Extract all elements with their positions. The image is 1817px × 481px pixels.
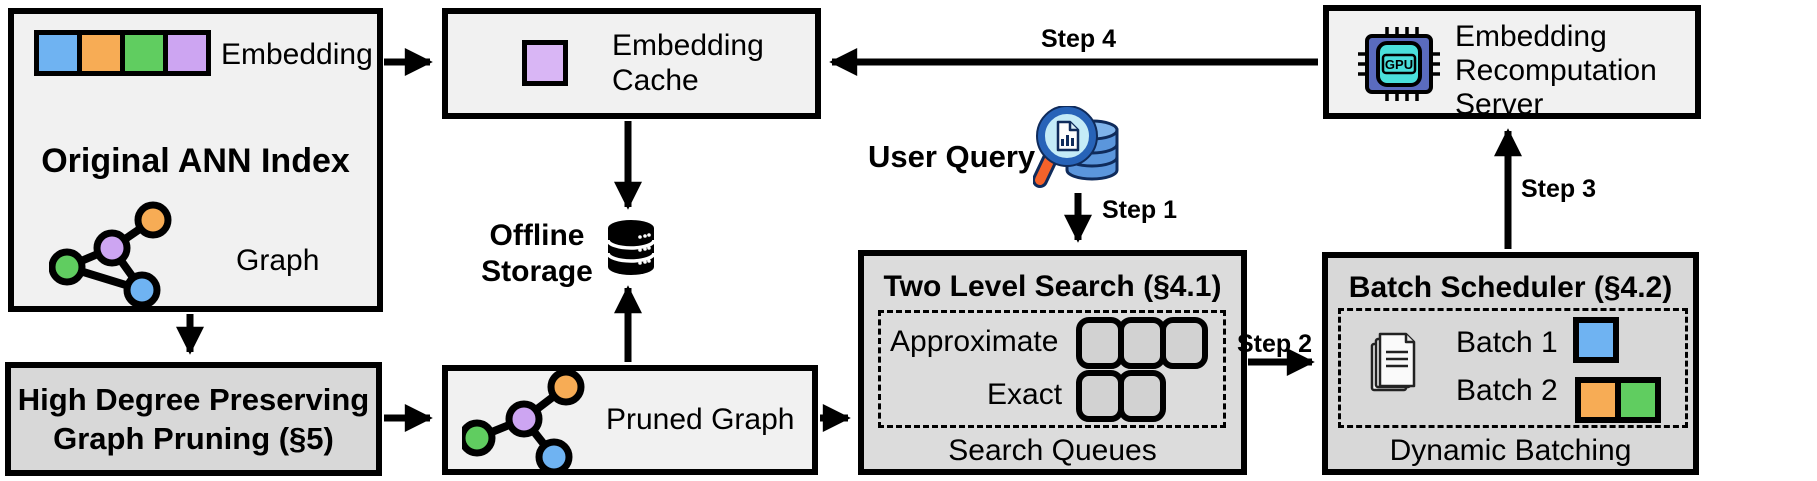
embedding-label: Embedding xyxy=(221,38,373,71)
step2-label: Step 2 xyxy=(1237,330,1313,358)
embedding-recomputation-server-box: GPU Embedding Recomputation Server xyxy=(1323,5,1701,121)
original-ann-index-title: Original ANN Index xyxy=(41,142,350,180)
embedding-vector-strip xyxy=(34,30,211,76)
dynamic-batching-label: Dynamic Batching xyxy=(1389,434,1632,467)
search-queues-label: Search Queues xyxy=(948,434,1157,467)
pruned-graph-label: Pruned Graph xyxy=(606,403,795,436)
graph-label: Graph xyxy=(236,244,320,277)
queue-slot xyxy=(1076,370,1124,422)
queue-slot xyxy=(1118,317,1166,369)
batch2-squares xyxy=(1575,377,1661,423)
two-level-search-title: Two Level Search (§4.1) xyxy=(883,270,1222,303)
queue-slot xyxy=(1076,317,1124,369)
approximate-queue-slots xyxy=(1076,317,1208,369)
step4-label: Step 4 xyxy=(1041,25,1117,53)
embedding-recomputation-server-label: Embedding Recomputation Server xyxy=(1455,20,1657,121)
embedding-cell-blue xyxy=(34,30,82,76)
batch1-square-blue xyxy=(1573,317,1619,363)
batch2-label: Batch 2 xyxy=(1456,374,1558,407)
batch-scheduler-title: Batch Scheduler (§4.2) xyxy=(1348,271,1673,304)
offline-storage-database-icon xyxy=(606,220,656,275)
batch-scheduler-box: Batch Scheduler (§4.2) Batch 1 Batch 2 D… xyxy=(1322,252,1699,475)
gpu-chip-label: GPU xyxy=(1385,57,1413,72)
embedding-cell-orange xyxy=(77,30,125,76)
high-degree-pruning-label: High Degree Preserving Graph Pruning (§5… xyxy=(17,382,370,456)
user-query-search-icon xyxy=(1033,106,1119,188)
batch1-label: Batch 1 xyxy=(1456,326,1558,359)
cached-embedding-square xyxy=(522,40,568,86)
step3-label: Step 3 xyxy=(1521,175,1597,203)
user-query-label: User Query xyxy=(868,139,1036,174)
two-level-search-box: Two Level Search (§4.1) Approximate Exac… xyxy=(858,250,1247,475)
approximate-queue-label: Approximate xyxy=(890,325,1059,358)
embedding-cache-label: Embedding Cache xyxy=(612,29,764,97)
embedding-cell-green xyxy=(120,30,168,76)
original-graph-icon xyxy=(49,201,172,308)
high-degree-pruning-box: High Degree Preserving Graph Pruning (§5… xyxy=(5,362,382,476)
original-ann-index-box: Embedding Original ANN Index Graph xyxy=(8,8,383,312)
exact-queue-slots xyxy=(1076,370,1166,422)
search-queues-panel xyxy=(878,310,1226,428)
offline-storage-label: Offline Storage xyxy=(481,219,593,288)
gpu-chip-icon: GPU xyxy=(1358,27,1440,101)
embedding-cache-box: Embedding Cache xyxy=(442,8,821,119)
pruned-graph-box: Pruned Graph xyxy=(442,365,818,475)
queue-slot xyxy=(1160,317,1208,369)
exact-queue-label: Exact xyxy=(987,378,1063,411)
batch2-square-green xyxy=(1615,377,1661,423)
queue-slot xyxy=(1118,370,1166,422)
batch1-squares xyxy=(1573,317,1619,363)
step1-label: Step 1 xyxy=(1102,196,1178,224)
pruned-graph-icon xyxy=(462,371,585,475)
documents-icon xyxy=(1370,332,1416,392)
dynamic-batching-panel xyxy=(1338,308,1688,428)
embedding-cell-purple xyxy=(163,30,211,76)
